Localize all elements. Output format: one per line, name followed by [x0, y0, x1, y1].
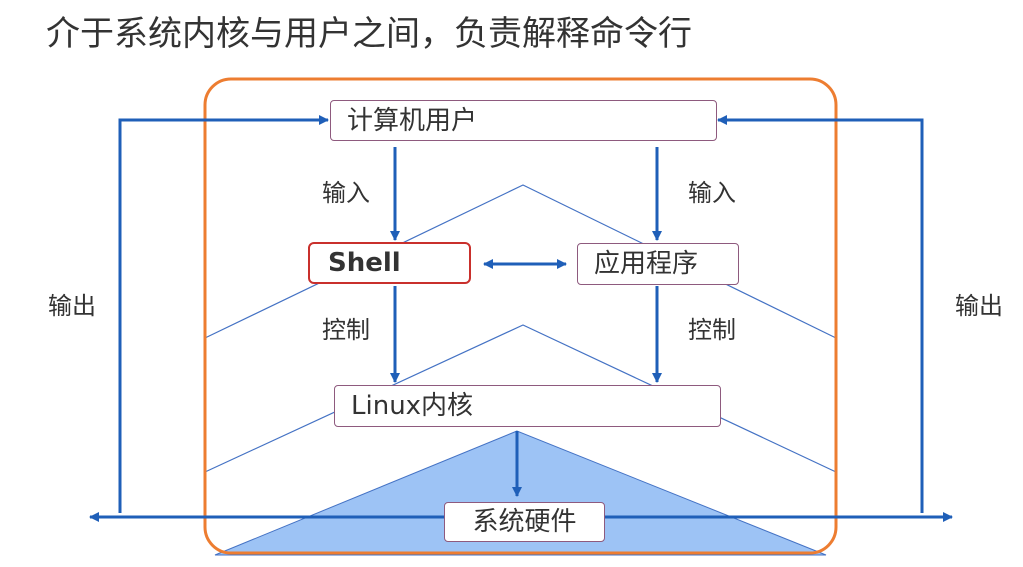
label-input-right: 输入	[688, 179, 736, 207]
label-control-left: 控制	[322, 316, 370, 344]
node-kernel: Linux内核	[334, 385, 721, 427]
label-input-left: 输入	[322, 179, 370, 207]
output-arrow-right	[717, 115, 924, 513]
label-output-left: 输出	[48, 292, 96, 320]
node-app: 应用程序	[577, 243, 739, 285]
node-user: 计算机用户	[330, 100, 717, 141]
output-arrow-left	[118, 115, 329, 513]
middle-layer-line	[204, 324, 837, 473]
upper-layer-line	[204, 184, 837, 339]
label-control-right: 控制	[688, 316, 736, 344]
page-title: 介于系统内核与用户之间，负责解释命令行	[46, 14, 692, 54]
system-frame	[203, 77, 838, 555]
label-output-right: 输出	[955, 292, 1003, 320]
node-hardware: 系统硬件	[444, 502, 605, 542]
node-shell: Shell	[308, 242, 471, 284]
